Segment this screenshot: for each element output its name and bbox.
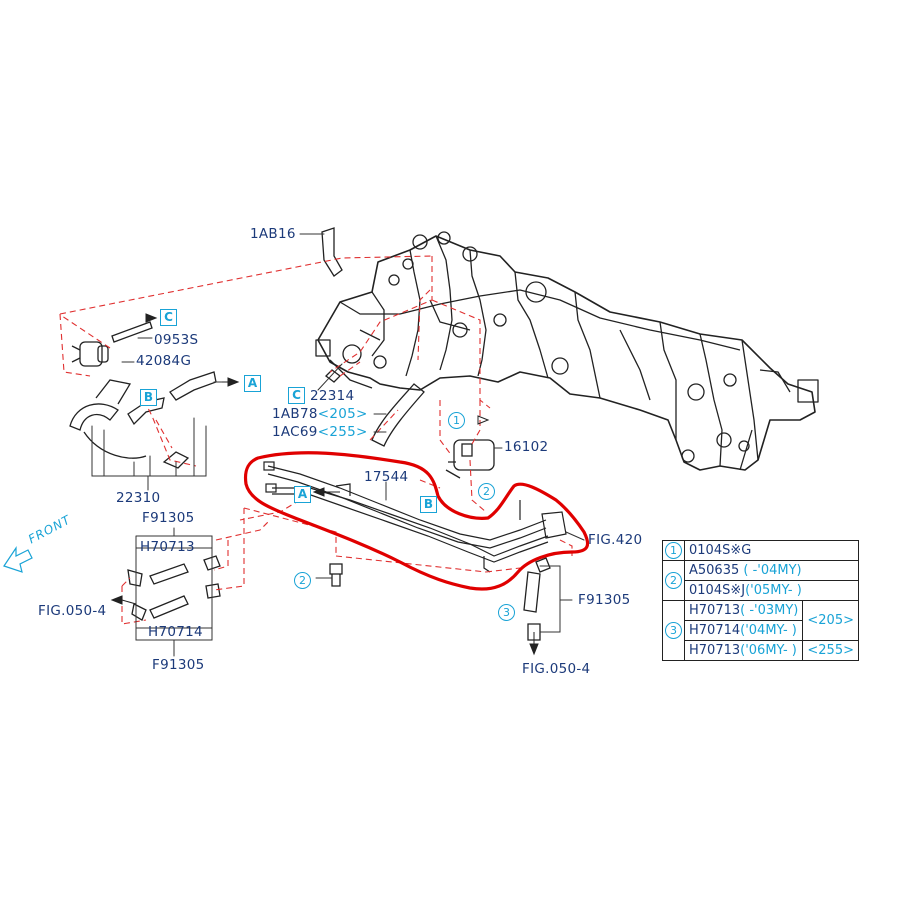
label-fig420: FIG.420 bbox=[588, 532, 643, 548]
legend-row-3a: 3 H70713( -'03MY) <205> bbox=[662, 600, 859, 661]
label-h70713: H70713 bbox=[140, 539, 195, 555]
hose-1ab78 bbox=[371, 383, 425, 447]
label-22314: 22314 bbox=[310, 388, 355, 404]
bolt-circle2-left bbox=[329, 563, 343, 587]
intake-manifold bbox=[315, 231, 819, 471]
legend-part-2b: 0104S※J('05MY- ) bbox=[684, 580, 859, 601]
right-hose bbox=[523, 557, 551, 641]
ref-box-b-pipe: B bbox=[420, 496, 437, 513]
legend-part-2b-code: 0104S※J bbox=[689, 583, 746, 598]
ref-box-a-top: A bbox=[244, 375, 261, 392]
circle-marker-1: 1 bbox=[448, 412, 465, 429]
ref-box-c-top: C bbox=[160, 309, 177, 326]
legend-part-2a-code: A50635 bbox=[689, 563, 740, 578]
circle-marker-3: 3 bbox=[498, 604, 515, 621]
legend-part-3a: H70713( -'03MY) bbox=[683, 600, 804, 621]
legend-part-3b: H70714('04MY- ) bbox=[683, 620, 804, 641]
highlight-outline bbox=[243, 451, 590, 591]
label-0953s: 0953S bbox=[154, 332, 199, 348]
label-1ab78-variant: <205> bbox=[317, 406, 368, 422]
left-hoses bbox=[127, 555, 221, 621]
pipe-0953s bbox=[111, 321, 153, 343]
label-42084g: 42084G bbox=[136, 353, 192, 369]
legend-table: 1 0104S※G 2 A50635 ( -'04MY) 0104S※J('05… bbox=[662, 540, 859, 661]
legend-part-2a-note: ( -'04MY) bbox=[743, 563, 802, 578]
legend-part-2a: A50635 ( -'04MY) bbox=[684, 560, 859, 581]
legend-num-1: 1 bbox=[662, 540, 685, 561]
legend-part-2b-note: ('05MY- ) bbox=[745, 583, 802, 598]
legend-row-2b: 0104S※J('05MY- ) bbox=[663, 580, 859, 601]
hose-1ab16 bbox=[321, 227, 343, 277]
pipe-assembly-17544 bbox=[263, 461, 567, 573]
arrows bbox=[110, 313, 539, 656]
legend-part-3c: H70713('06MY- ) bbox=[683, 640, 804, 661]
legend-part-3c-code: H70713 bbox=[689, 643, 741, 658]
legend-part-3c-note: ('06MY- ) bbox=[740, 643, 797, 658]
label-f91305-right: F91305 bbox=[578, 592, 631, 608]
legend-part-3a-note: ( -'03MY) bbox=[740, 603, 799, 618]
label-1ab16: 1AB16 bbox=[250, 226, 296, 242]
label-17544: 17544 bbox=[364, 469, 409, 485]
label-16102: 16102 bbox=[504, 439, 549, 455]
label-22310: 22310 bbox=[116, 490, 161, 506]
front-arrow bbox=[3, 546, 33, 573]
circle-marker-2-bolt: 2 bbox=[294, 572, 311, 589]
legend-part-3b-note: ('04MY- ) bbox=[740, 623, 797, 638]
legend-part-1: 0104S※G bbox=[684, 540, 859, 561]
ref-box-b-left: B bbox=[140, 389, 157, 406]
label-1ac69: 1AC69<255> bbox=[272, 424, 368, 440]
valve-42084g bbox=[71, 341, 109, 367]
label-1ab78: 1AB78<205> bbox=[272, 406, 368, 422]
legend-part-3a-code: H70713 bbox=[689, 603, 741, 618]
label-1ac69-variant: <255> bbox=[317, 424, 368, 440]
legend-num-2: 2 bbox=[662, 560, 685, 601]
legend-row-3c: H70713('06MY- ) <255> bbox=[663, 640, 859, 661]
label-fig050-right: FIG.050-4 bbox=[522, 661, 591, 677]
label-f91305-left-top: F91305 bbox=[142, 510, 195, 526]
solenoid-16102 bbox=[445, 439, 495, 479]
bolt-22314 bbox=[325, 369, 341, 383]
label-f91305-left-bottom: F91305 bbox=[152, 657, 205, 673]
legend-circle-1: 1 bbox=[665, 542, 682, 559]
legend-variant-255: <255> bbox=[802, 640, 859, 661]
legend-part-3b-code: H70714 bbox=[689, 623, 741, 638]
leader-lines bbox=[59, 255, 573, 625]
legend-num-3: 3 bbox=[662, 600, 685, 661]
label-1ab78-part: 1AB78 bbox=[272, 406, 318, 422]
legend-row-2a: 2 A50635 ( -'04MY) bbox=[662, 560, 859, 601]
label-fig050-left: FIG.050-4 bbox=[38, 603, 107, 619]
label-h70714: H70714 bbox=[148, 624, 203, 640]
ref-box-c-bolt: C bbox=[288, 387, 305, 404]
legend-circle-2: 2 bbox=[665, 572, 682, 589]
legend-circle-3: 3 bbox=[665, 622, 682, 639]
legend-variant-205: <205> bbox=[802, 600, 859, 641]
ref-box-a-pipe: A bbox=[294, 486, 311, 503]
label-1ac69-part: 1AC69 bbox=[272, 424, 318, 440]
circle-marker-2-pipe: 2 bbox=[478, 483, 495, 500]
legend-row-1: 1 0104S※G bbox=[662, 540, 859, 561]
